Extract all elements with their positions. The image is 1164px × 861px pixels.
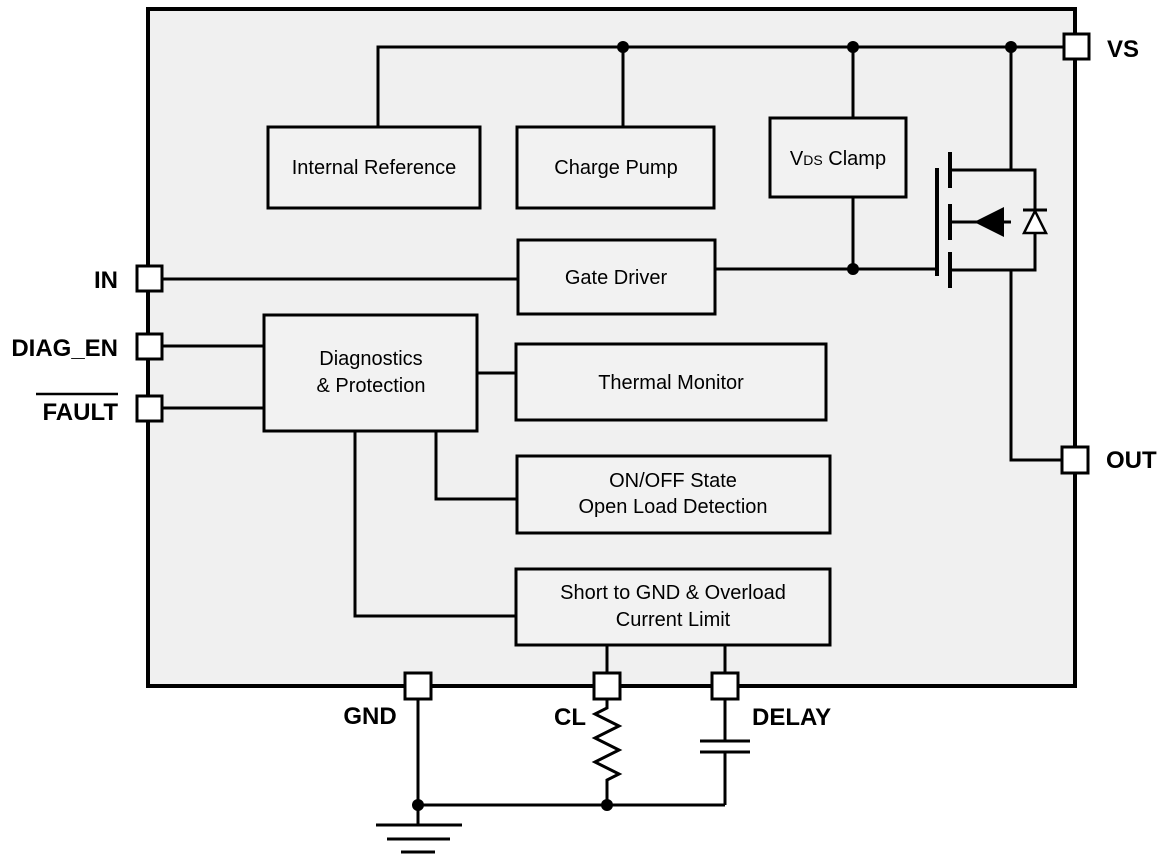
block-charge-pump: Charge Pump [515, 125, 716, 210]
diagnostics-label-line2: & Protection [317, 375, 426, 397]
block-gate-driver: Gate Driver [516, 238, 717, 316]
block-internal-reference: Internal Reference [266, 125, 482, 210]
junction-dots [412, 41, 1017, 811]
open-load-label-line1: ON/OFF State [609, 470, 737, 492]
internal-reference-label: Internal Reference [292, 157, 457, 179]
block-thermal-monitor: Thermal Monitor [514, 342, 828, 422]
thermal-monitor-label: Thermal Monitor [598, 372, 744, 394]
pin-cl: CL [554, 671, 622, 731]
pin-cl-label: CL [554, 704, 586, 731]
pin-fault-label: FAULT [42, 399, 118, 426]
mosfet-symbol [935, 152, 1004, 288]
short-label-line1: Short to GND & Overload [560, 582, 786, 604]
block-vds-clamp: VDS Clamp [768, 116, 908, 199]
wiring [162, 45, 1064, 824]
pin-out-label: OUT [1106, 447, 1157, 474]
short-label-line2: Current Limit [616, 609, 731, 631]
pin-vs-label: VS [1107, 36, 1139, 63]
vds-clamp-label: VDS Clamp [790, 148, 886, 170]
pin-delay-label: DELAY [752, 704, 831, 731]
body-diode-symbol [1021, 208, 1049, 235]
charge-pump-label: Charge Pump [554, 157, 677, 179]
pin-in: IN [94, 264, 164, 294]
open-load-label-line2: Open Load Detection [578, 496, 767, 518]
diagnostics-label-line1: Diagnostics [319, 348, 422, 370]
block-open-load-detection: ON/OFF State Open Load Detection [515, 454, 832, 535]
block-diagnostics-protection: Diagnostics & Protection [262, 313, 479, 433]
pin-vs: VS [1062, 32, 1139, 63]
pin-gnd-label: GND [343, 703, 396, 730]
pin-fault: FAULT [36, 392, 164, 426]
pin-delay: DELAY [710, 671, 831, 731]
gate-driver-label: Gate Driver [565, 267, 668, 289]
pin-diag-en-label: DIAG_EN [11, 335, 118, 362]
ground-symbol [376, 823, 462, 854]
pin-out: OUT [1060, 445, 1157, 475]
pin-in-label: IN [94, 267, 118, 294]
block-short-current-limit: Short to GND & Overload Current Limit [514, 567, 832, 647]
mosfet-arrow-icon [974, 207, 1004, 237]
pin-gnd: GND [343, 671, 433, 730]
pin-diag-en: DIAG_EN [11, 332, 164, 362]
